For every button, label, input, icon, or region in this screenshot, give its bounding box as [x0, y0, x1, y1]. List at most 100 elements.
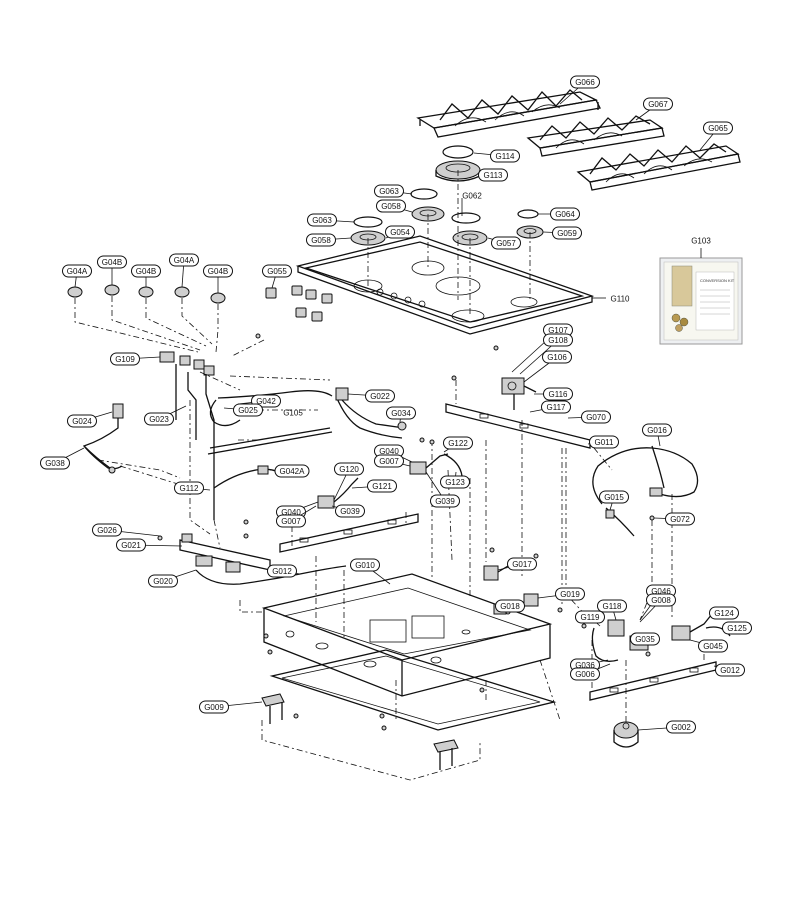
- callout-bubble: [306, 233, 336, 247]
- callout-bubble: [490, 149, 520, 163]
- callout-label: G010: [355, 561, 375, 570]
- callout-g117: G117: [529, 400, 571, 414]
- callout-g034: G034: [386, 406, 416, 423]
- callout-label: G108: [548, 336, 568, 345]
- bracket-assembly-g020: [179, 533, 347, 585]
- rail-left: [279, 513, 419, 553]
- callout-g118: G118: [597, 599, 627, 621]
- callout-bubble: [148, 574, 178, 588]
- callout-g063b: G063: [307, 213, 355, 227]
- callout-label: G119: [581, 613, 601, 622]
- callout-bubble: [374, 454, 404, 468]
- callout-bubble: [199, 700, 229, 714]
- regulator-g106: [501, 377, 537, 410]
- callout-g054: G054: [385, 225, 415, 239]
- callout-bubble: [365, 389, 395, 403]
- callout-bubble: [62, 264, 92, 278]
- callout-label: G122: [448, 439, 468, 448]
- callout-g026: G026: [92, 523, 161, 537]
- callout-g017: G017: [497, 557, 537, 571]
- callout-label: G007: [379, 457, 399, 466]
- callout-g007b: G007: [276, 505, 317, 528]
- callout-bubble: [443, 436, 473, 450]
- thermocouple-g022: [335, 387, 405, 429]
- callout-g120: G120: [333, 462, 364, 501]
- callout-g012a: G012: [267, 564, 301, 578]
- callout-g045: G045: [689, 639, 728, 653]
- callout-g113: G113: [478, 168, 508, 182]
- callout-bubble: [715, 663, 745, 677]
- callout-bubble: [350, 558, 380, 572]
- bracket-g009-b: [433, 739, 459, 770]
- igniter-g122: [409, 453, 463, 477]
- tube-g042a: [213, 465, 279, 489]
- valve-knobs-left: [67, 284, 226, 304]
- callout-label: G058: [311, 236, 331, 245]
- callout-g023: G023: [144, 405, 187, 426]
- callout-g125: G125: [722, 621, 752, 635]
- callout-bubble: [376, 199, 406, 213]
- callout-g019: G019: [537, 587, 585, 601]
- callout-label: G006: [575, 670, 595, 679]
- callout-g058b: G058: [306, 233, 352, 247]
- callout-label: G021: [121, 541, 141, 550]
- callout-label: G120: [339, 465, 359, 474]
- callout-bubble: [495, 599, 525, 613]
- callout-label: G109: [115, 355, 135, 364]
- callout-g058a: G058: [376, 199, 413, 213]
- callout-label: G04A: [67, 267, 88, 276]
- callout-label: G026: [97, 526, 117, 535]
- callout-g059: G059: [542, 226, 582, 240]
- callout-label: G065: [708, 124, 728, 133]
- callout-g010: G010: [350, 558, 391, 585]
- callout-label: G059: [557, 229, 577, 238]
- callout-label: G023: [149, 415, 169, 424]
- burner-cap-g062: [451, 212, 481, 224]
- callout-bubble: [698, 639, 728, 653]
- callout-g064: G064: [538, 207, 580, 221]
- callout-g106: G106: [523, 350, 572, 383]
- callout-g022: G022: [347, 389, 395, 403]
- callout-g119: G119: [575, 610, 605, 627]
- callout-label: G055: [267, 267, 287, 276]
- callout-g04ba: G04B: [97, 255, 127, 285]
- callout-g021: G021: [116, 538, 183, 552]
- callout-bubble: [386, 406, 416, 420]
- callout-g124: G124: [709, 606, 739, 620]
- callout-g007a: G007: [374, 454, 411, 468]
- callout-bubble: [581, 410, 611, 424]
- callout-bubble: [543, 333, 573, 347]
- callout-g070: G070: [567, 410, 611, 424]
- burner-cap-g064: [517, 209, 539, 219]
- callout-bubble: [507, 557, 537, 571]
- callout-bubble: [597, 599, 627, 613]
- callout-label: G019: [560, 590, 580, 599]
- callout-g066: G066: [559, 75, 600, 105]
- callout-bubble: [478, 168, 508, 182]
- callout-g055: G055: [262, 264, 292, 289]
- callout-g039a: G039: [331, 504, 365, 518]
- callout-label: G025: [238, 406, 258, 415]
- callout-label: G04A: [174, 256, 195, 265]
- callout-label: G012: [720, 666, 740, 675]
- callout-label: G123: [445, 478, 465, 487]
- rail-g012-right: [589, 661, 717, 701]
- callout-g107: G107: [511, 323, 573, 373]
- callout-bubble: [555, 587, 585, 601]
- callout-label: G040: [379, 447, 399, 456]
- callout-label: G015: [604, 493, 624, 502]
- callout-bubble: [110, 352, 140, 366]
- callout-g025: G025: [223, 403, 263, 417]
- callout-g065: G065: [699, 121, 733, 151]
- callout-label: G125: [727, 624, 747, 633]
- callout-g039b: G039: [425, 471, 460, 508]
- callout-bubble: [385, 225, 415, 239]
- callout-g006: G006: [570, 663, 611, 681]
- callout-bubble: [144, 412, 174, 426]
- callout-label: G04B: [102, 258, 122, 267]
- gas-tube-g024: [82, 403, 124, 470]
- callout-g108: G108: [519, 333, 573, 375]
- callout-bubble: [116, 538, 146, 552]
- callout-bubble: [570, 75, 600, 89]
- callout-g057: G057: [487, 236, 521, 250]
